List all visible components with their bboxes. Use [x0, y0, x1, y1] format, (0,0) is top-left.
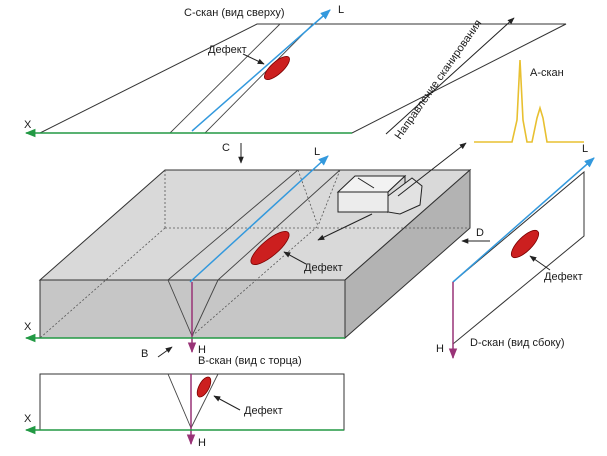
- d-scan-l-label: L: [582, 143, 588, 155]
- test-block: Дефект L H X: [24, 146, 472, 356]
- scan-direction-label: Направление сканирования: [393, 18, 485, 142]
- c-scan-track-right: [204, 23, 314, 134]
- d-scan-defect-label: Дефект: [544, 271, 583, 283]
- block-h-label: H: [198, 344, 206, 356]
- view-b-arrow: [157, 346, 173, 358]
- scan-direction-arrow: [385, 17, 515, 135]
- c-scan-title: С-скан (вид сверху): [184, 7, 285, 19]
- beam-front-left: [167, 279, 193, 337]
- beam-top-line-left: [167, 169, 299, 281]
- d-scan-h-label: H: [436, 343, 444, 355]
- beam-top-line-right: [217, 169, 341, 281]
- c-scan-panel: Дефект С-скан (вид сверху) L X: [24, 4, 567, 138]
- view-c-label: C: [222, 142, 230, 154]
- a-scan-signal: [474, 59, 584, 143]
- probe: [336, 174, 423, 215]
- view-b-label: B: [141, 348, 148, 360]
- c-scan-l-label: L: [338, 4, 344, 16]
- probe-to-ascan-arrow: [397, 142, 467, 197]
- c-scan-track-left: [169, 23, 281, 134]
- probe-connector: [387, 177, 423, 215]
- block-x-label: X: [24, 321, 32, 333]
- d-scan-l-axis: [452, 157, 595, 283]
- b-scan-beam-left: [167, 373, 192, 429]
- beam-front-right: [191, 279, 219, 337]
- block-defect-label: Дефект: [304, 262, 343, 274]
- block-defect: [250, 231, 290, 265]
- block-l-axis: [189, 155, 329, 283]
- c-scan-defect-pointer: [242, 53, 265, 65]
- c-scan-l-axis: [191, 9, 331, 132]
- b-scan-x-label: X: [24, 413, 32, 425]
- b-scan-defect: [196, 376, 212, 398]
- block-l-label: L: [314, 146, 320, 158]
- probe-front: [337, 191, 389, 213]
- c-scan-defect-label: Дефект: [208, 44, 247, 56]
- c-scan-x-label: X: [24, 119, 32, 131]
- view-d-label: D: [476, 227, 484, 239]
- block-defect-pointer: [283, 251, 307, 265]
- b-scan-plane: [39, 373, 345, 431]
- b-scan-defect-pointer: [213, 395, 241, 411]
- b-scan-panel: Дефект В-скан (вид с торца) X H: [24, 355, 345, 449]
- d-scan-plane: [452, 170, 585, 346]
- d-scan-panel: Дефект L H D-скан (вид сбоку): [436, 143, 595, 360]
- a-scan-panel: А-скан: [474, 59, 584, 143]
- probe-detail: [357, 177, 375, 189]
- probe-to-defect-arrow: [317, 213, 373, 241]
- c-scan-defect: [264, 56, 290, 80]
- a-scan-label: А-скан: [530, 67, 564, 79]
- b-scan-beam-right: [190, 373, 219, 429]
- d-scan-defect: [510, 229, 540, 259]
- b-scan-title: В-скан (вид с торца): [198, 355, 302, 367]
- d-scan-title: D-скан (вид сбоку): [470, 337, 565, 349]
- c-scan-plane: [39, 23, 567, 134]
- b-scan-defect-label: Дефект: [244, 405, 283, 417]
- d-scan-defect-pointer: [529, 255, 551, 271]
- b-scan-h-label: H: [198, 437, 206, 449]
